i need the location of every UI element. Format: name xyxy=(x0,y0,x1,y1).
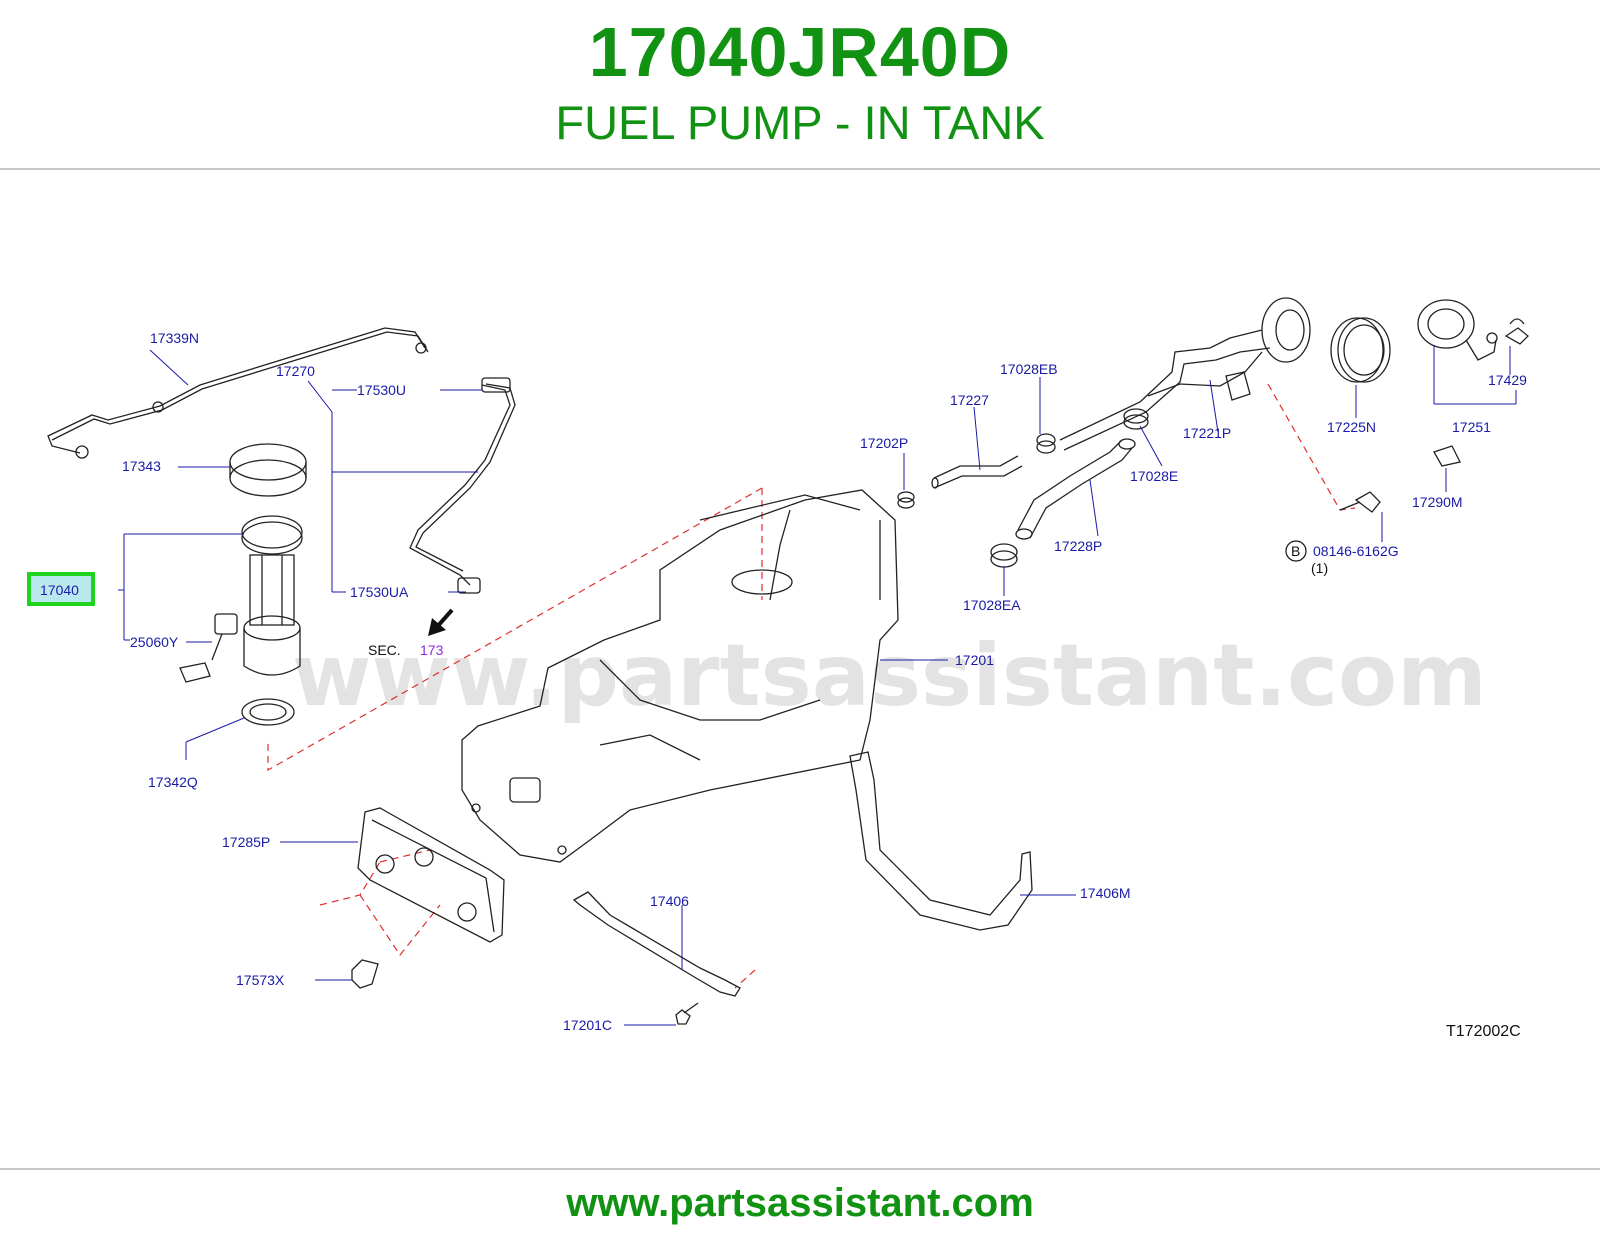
evap-line-17270 xyxy=(409,377,516,594)
heat-shield-17285p xyxy=(357,807,505,943)
hose-17227 xyxy=(931,455,1023,489)
label-17028ea[interactable]: 17028EA xyxy=(963,597,1021,613)
fuel-line-17339n xyxy=(47,327,429,459)
label-17028eb[interactable]: 17028EB xyxy=(1000,361,1058,377)
plug-17429 xyxy=(1504,318,1529,345)
watermark-text: www.partsassistant.com xyxy=(292,626,1487,726)
label-17285p[interactable]: 17285P xyxy=(222,834,270,850)
hose-17228p xyxy=(1015,438,1136,540)
highlight-box-17040 xyxy=(27,572,95,606)
label-17290m xyxy=(1433,445,1461,467)
label-17228p[interactable]: 17228P xyxy=(1054,538,1102,554)
part-number-title: 17040JR40D xyxy=(588,13,1012,91)
label-17342q[interactable]: 17342Q xyxy=(148,774,198,790)
page-header: 17040JR40D FUEL PUMP - IN TANK xyxy=(0,0,1600,170)
part-labels: 17339N 17270 17530U 17343 17040 25060Y 1… xyxy=(40,330,1527,1040)
fuel-tank-17201 xyxy=(461,489,899,863)
label-17227[interactable]: 17227 xyxy=(950,392,989,408)
label-17339n[interactable]: 17339N xyxy=(150,330,199,346)
clamp-17028eb xyxy=(1036,433,1056,454)
drawing-code: T172002C xyxy=(1446,1023,1521,1040)
label-17573x[interactable]: 17573X xyxy=(236,972,285,988)
tank-strap-17406m xyxy=(849,751,1033,931)
label-17028e[interactable]: 17028E xyxy=(1130,468,1178,484)
label-17406m[interactable]: 17406M xyxy=(1080,885,1131,901)
leader-lines xyxy=(118,345,1517,1026)
clip-17573x xyxy=(351,959,379,989)
label-17225n[interactable]: 17225N xyxy=(1327,419,1376,435)
bolt-quantity: (1) xyxy=(1311,560,1328,576)
header-divider xyxy=(0,168,1600,170)
footer-website-link[interactable]: www.partsassistant.com xyxy=(566,1181,1034,1225)
footer-divider xyxy=(0,1168,1600,1170)
label-17343[interactable]: 17343 xyxy=(122,458,161,474)
label-17530ua[interactable]: 17530UA xyxy=(350,584,409,600)
clamp-17202p xyxy=(897,491,915,509)
clamp-17028ea xyxy=(990,543,1018,568)
bolt-17201c xyxy=(675,1002,699,1025)
lock-ring-17343 xyxy=(229,443,307,497)
label-17270[interactable]: 17270 xyxy=(276,363,315,379)
label-17251[interactable]: 17251 xyxy=(1452,419,1491,435)
label-25060y[interactable]: 25060Y xyxy=(130,634,179,650)
part-description-title: FUEL PUMP - IN TANK xyxy=(555,96,1045,149)
label-08146-6162g[interactable]: 08146-6162G xyxy=(1313,543,1399,559)
label-17201c[interactable]: 17201C xyxy=(563,1017,612,1033)
clamp-17028e xyxy=(1123,408,1149,430)
fuel-pump-assembly-17040 xyxy=(179,515,303,683)
seal-17225n xyxy=(1330,317,1391,383)
label-17201[interactable]: 17201 xyxy=(955,652,994,668)
label-17202p[interactable]: 17202P xyxy=(860,435,908,451)
sec-arrow xyxy=(428,608,454,636)
tank-strap-17406 xyxy=(572,891,741,997)
bolt-marker-circle xyxy=(1285,540,1307,562)
sec-prefix: SEC. xyxy=(368,642,401,658)
label-17221p[interactable]: 17221P xyxy=(1183,425,1231,441)
gasket-17342q xyxy=(241,698,295,726)
sec-number-link[interactable]: 173 xyxy=(420,642,444,658)
label-17290m[interactable]: 17290M xyxy=(1412,494,1463,510)
label-17040[interactable]: 17040 xyxy=(40,582,79,598)
fuel-cap-17251 xyxy=(1417,299,1498,361)
label-17429[interactable]: 17429 xyxy=(1488,372,1527,388)
label-17406[interactable]: 17406 xyxy=(650,893,689,909)
bolt-08146-6162g xyxy=(1339,491,1381,513)
bolt-marker-letter: B xyxy=(1291,543,1300,559)
label-17530u[interactable]: 17530U xyxy=(357,382,406,398)
